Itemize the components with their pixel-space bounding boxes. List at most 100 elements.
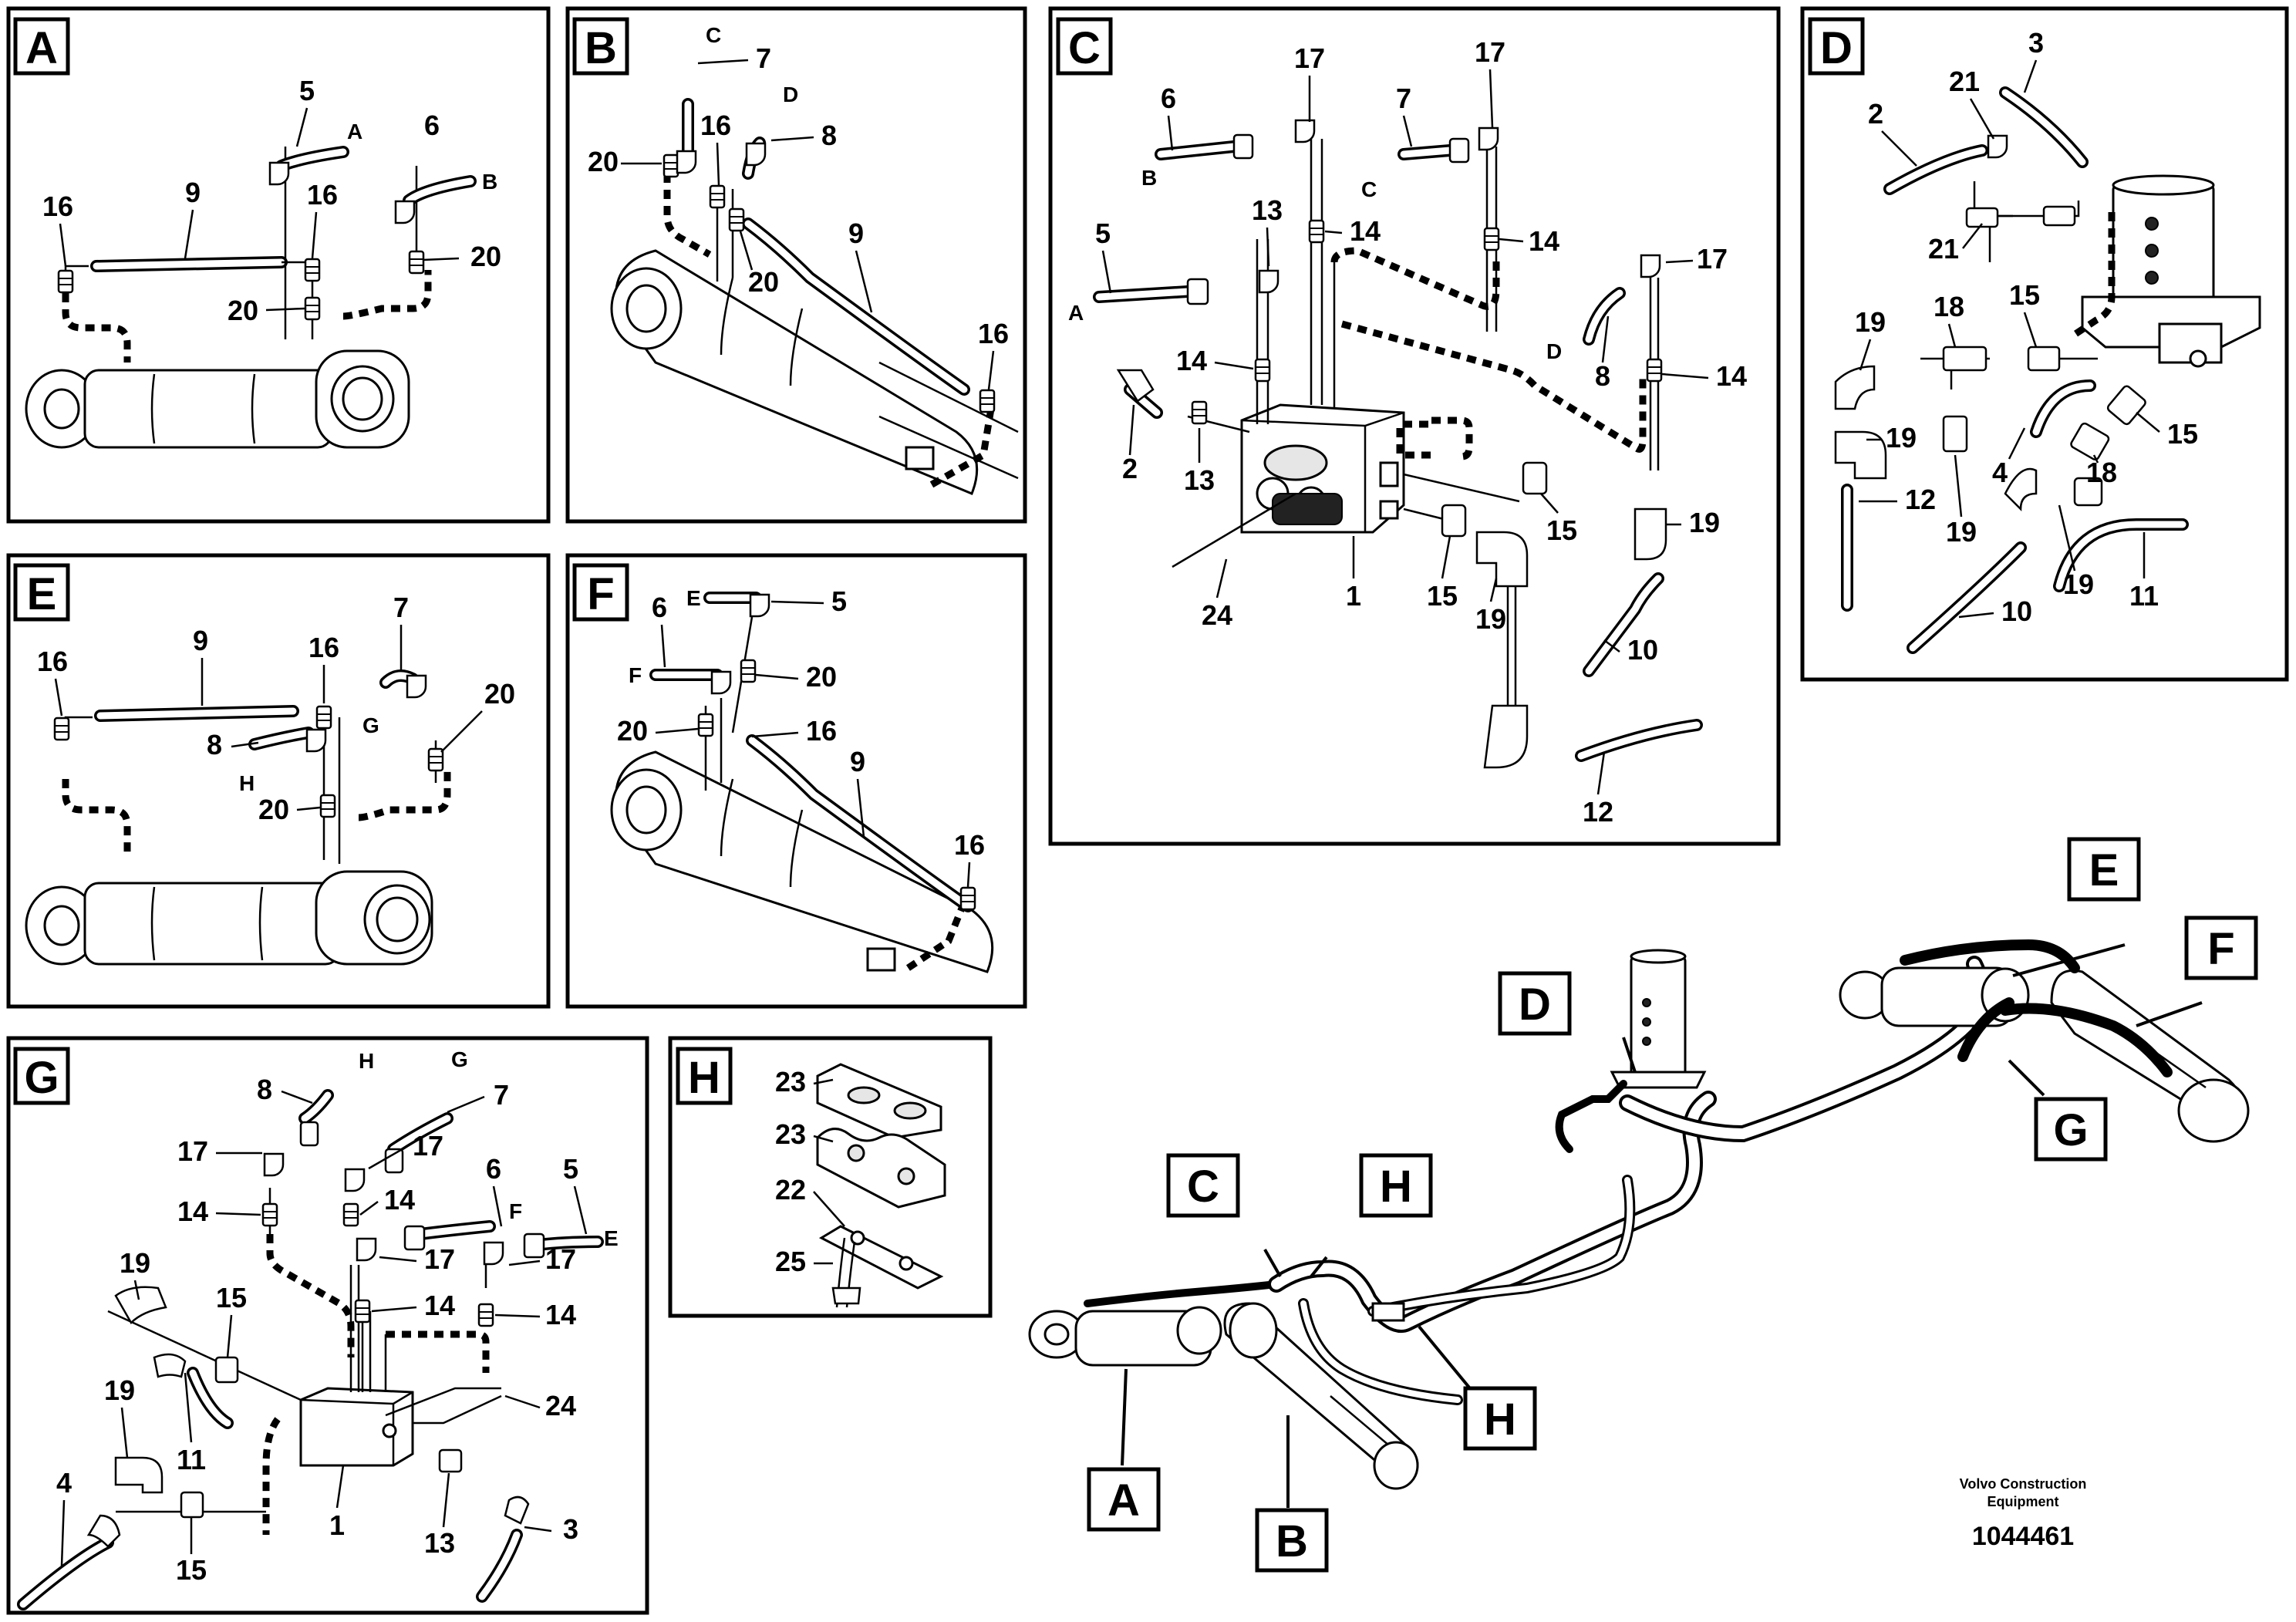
callout-12: 12 <box>1583 796 1613 828</box>
callout-24: 24 <box>545 1390 576 1421</box>
callout-9: 9 <box>848 218 864 249</box>
panel-d: D 3 <box>1800 6 2289 682</box>
overview-tag-g: G <box>2053 1105 2088 1155</box>
callout-14: 14 <box>384 1184 415 1216</box>
footer: Volvo Construction Equipment 1044461 <box>1960 1476 2087 1551</box>
panel-h-tag: H <box>688 1053 720 1103</box>
panel-e-tag: E <box>27 569 57 619</box>
callout-23: 23 <box>775 1118 806 1150</box>
overview-tag-f: F <box>2207 924 2234 974</box>
callout-10: 10 <box>2001 595 2032 627</box>
overview-tag-b: B <box>1276 1516 1308 1566</box>
cylinder <box>610 249 1019 495</box>
callout-19: 19 <box>120 1247 150 1279</box>
callout-7: 7 <box>1396 83 1411 114</box>
callout-21: 21 <box>1949 66 1980 97</box>
callout-6: 6 <box>486 1153 501 1185</box>
overview-tag-e: E <box>2089 845 2119 895</box>
overview-tag-a: A <box>1108 1475 1140 1526</box>
callout-10: 10 <box>1627 634 1658 666</box>
callout-17: 17 <box>413 1130 443 1162</box>
callout-15: 15 <box>1427 580 1458 612</box>
callout-20: 20 <box>258 794 289 825</box>
callout-8: 8 <box>1595 360 1610 392</box>
panel-b-tag: B <box>585 23 617 73</box>
callout-9: 9 <box>185 177 201 208</box>
callout-25: 25 <box>775 1246 806 1277</box>
callout-1: 1 <box>329 1509 345 1541</box>
callout-5: 5 <box>563 1153 578 1185</box>
callout-16: 16 <box>700 110 731 141</box>
panel-h: H 23 23 22 25 <box>668 1036 993 1318</box>
callout-5: 5 <box>1095 218 1111 249</box>
letter-a: A <box>1068 301 1084 325</box>
callout-2: 2 <box>1868 98 1883 130</box>
letter-g: G <box>451 1047 468 1071</box>
callout-14: 14 <box>424 1290 455 1321</box>
callout-20: 20 <box>806 661 837 693</box>
callout-4: 4 <box>1992 457 2008 488</box>
callout-9: 9 <box>193 625 208 656</box>
callout-8: 8 <box>257 1074 272 1105</box>
callout-14: 14 <box>1176 345 1207 376</box>
callout-14: 14 <box>1350 215 1381 247</box>
callout-24: 24 <box>1202 599 1232 631</box>
callout-19: 19 <box>104 1374 135 1406</box>
letter-b: B <box>1141 166 1157 190</box>
callout-7: 7 <box>393 592 409 623</box>
letter-e: E <box>686 586 701 610</box>
callout-16: 16 <box>37 646 68 677</box>
callout-23: 23 <box>775 1066 806 1098</box>
callout-19: 19 <box>1886 422 1917 454</box>
callout-19: 19 <box>1946 516 1977 548</box>
letter-d: D <box>783 83 798 106</box>
overview-tag-h: H <box>1484 1394 1516 1445</box>
overview-machine: A B C H D E F G H <box>1028 837 2258 1573</box>
callout-20: 20 <box>470 241 501 272</box>
callout-17: 17 <box>545 1243 576 1275</box>
panel-f-tag: F <box>587 569 614 619</box>
overview-tag-d: D <box>1519 980 1551 1030</box>
callout-16: 16 <box>954 829 985 861</box>
callout-12: 12 <box>1905 484 1936 515</box>
letter-c: C <box>1361 177 1377 201</box>
letter-c: C <box>706 23 721 47</box>
callout-15: 15 <box>2009 279 2040 311</box>
callout-20: 20 <box>588 146 619 177</box>
callout-14: 14 <box>177 1195 208 1227</box>
callout-20: 20 <box>484 678 515 710</box>
letter-f: F <box>509 1199 522 1223</box>
callout-13: 13 <box>1184 464 1215 496</box>
callout-6: 6 <box>424 110 440 141</box>
callout-14: 14 <box>1716 360 1747 392</box>
callout-15: 15 <box>2167 418 2198 450</box>
company-name-line1: Volvo Construction <box>1960 1476 2087 1492</box>
callout-13: 13 <box>1252 194 1283 226</box>
callout-2: 2 <box>1122 453 1138 484</box>
callout-17: 17 <box>1697 243 1728 275</box>
callout-13: 13 <box>424 1527 455 1559</box>
letter-h: H <box>359 1049 374 1073</box>
callout-17: 17 <box>424 1243 455 1275</box>
boom-cylinder-right-upper <box>1839 966 2030 1027</box>
company-name-line2: Equipment <box>1988 1494 2059 1509</box>
callout-8: 8 <box>207 729 222 760</box>
callout-5: 5 <box>299 75 315 106</box>
callout-5: 5 <box>831 585 847 617</box>
callout-17: 17 <box>1294 42 1325 74</box>
callout-14: 14 <box>545 1299 576 1330</box>
panel-f: F E 5 6 F 20 20 16 9 1 <box>565 553 1027 1009</box>
panel-d-tag: D <box>1820 23 1853 73</box>
overview-tag-c: C <box>1187 1162 1219 1212</box>
callout-16: 16 <box>806 715 837 747</box>
callout-16: 16 <box>308 632 339 663</box>
callout-19: 19 <box>2063 568 2094 600</box>
callout-6: 6 <box>1161 83 1176 114</box>
callout-15: 15 <box>1546 514 1577 546</box>
boom-cylinder-middle <box>1223 1302 1419 1490</box>
callout-22: 22 <box>775 1174 806 1206</box>
cylinder <box>610 750 994 973</box>
callout-16: 16 <box>42 191 73 222</box>
callout-18: 18 <box>2086 457 2117 488</box>
callout-19: 19 <box>1855 306 1886 338</box>
